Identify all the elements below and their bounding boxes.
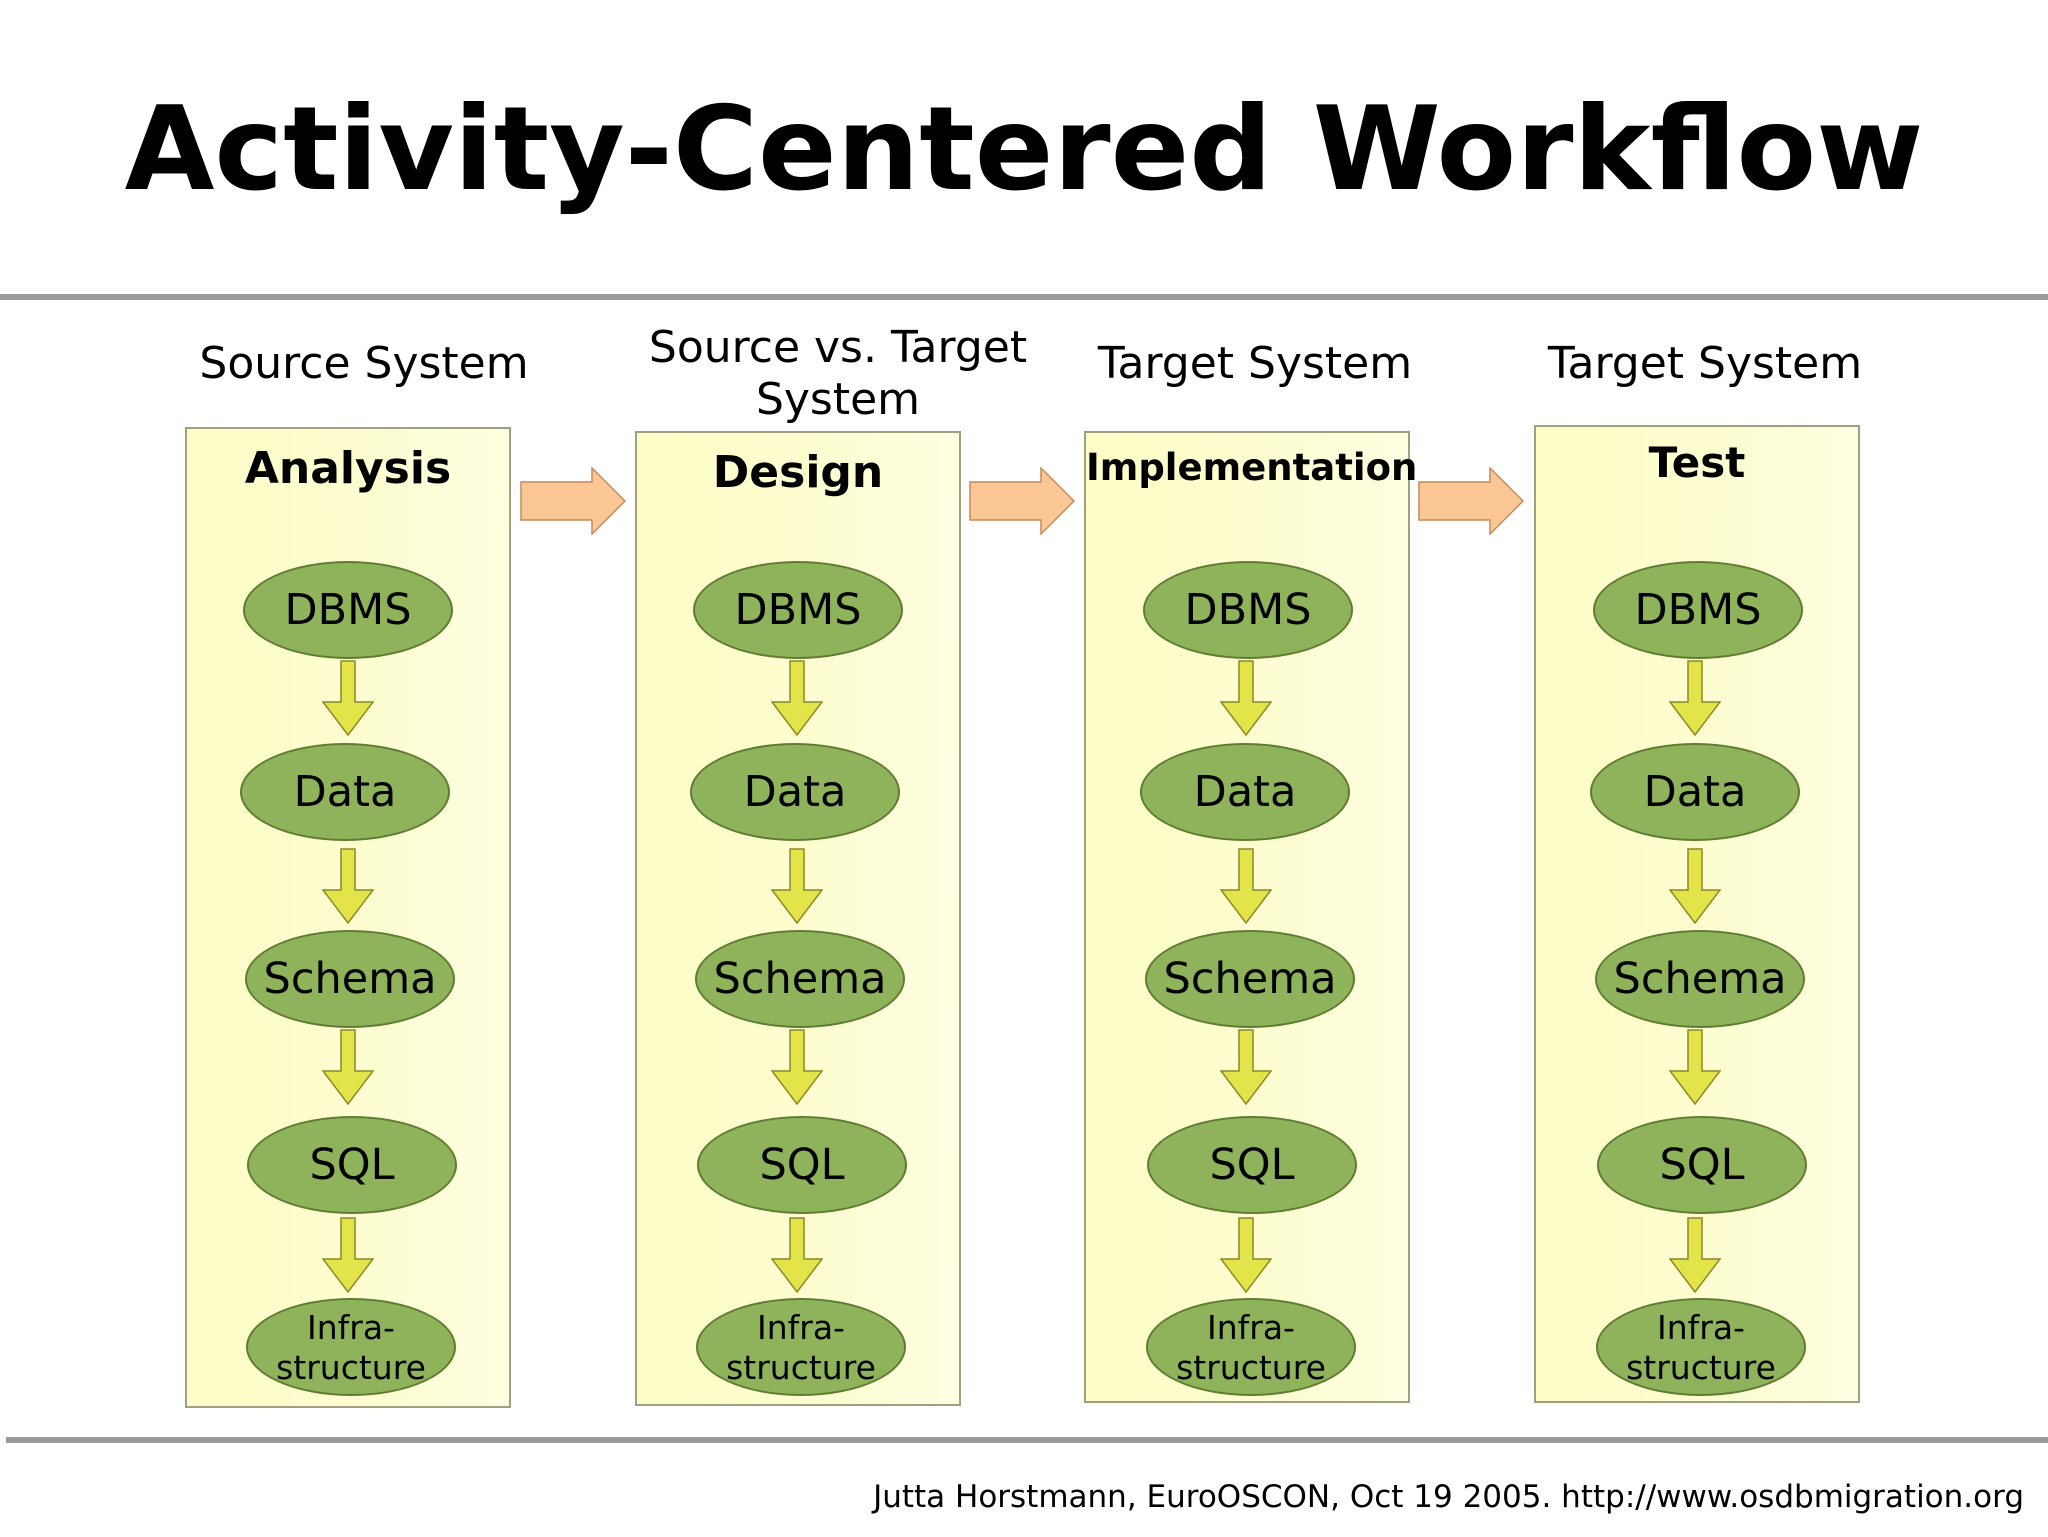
down-arrow — [322, 1029, 374, 1105]
stage-arrow-3 — [1418, 467, 1524, 535]
node-infra-line2: structure — [726, 1348, 876, 1387]
node-infra-line2: structure — [1626, 1348, 1776, 1387]
node-sql: SQL — [247, 1116, 457, 1214]
down-arrow — [322, 660, 374, 736]
node-schema: Schema — [245, 930, 455, 1028]
node-sql: SQL — [1147, 1116, 1357, 1214]
node-infra-line1: Infra- — [1207, 1308, 1295, 1347]
node-infrastructure: Infra-structure — [1596, 1298, 1806, 1396]
node-schema: Schema — [1595, 930, 1805, 1028]
stage-arrow-1 — [520, 467, 626, 535]
down-arrow — [771, 1029, 823, 1105]
node-infra-line2: structure — [1176, 1348, 1326, 1387]
stage-title-analysis: Analysis — [244, 443, 452, 494]
down-arrow — [1669, 660, 1721, 736]
node-schema: Schema — [1145, 930, 1355, 1028]
node-data: Data — [1590, 743, 1800, 841]
node-data: Data — [690, 743, 900, 841]
node-sql: SQL — [697, 1116, 907, 1214]
stage-label-4: Target System — [1547, 338, 1863, 389]
stage-title-test: Test — [1648, 438, 1746, 487]
node-infrastructure: Infra-structure — [696, 1298, 906, 1396]
node-data: Data — [240, 743, 450, 841]
down-arrow — [1669, 848, 1721, 924]
down-arrow — [771, 848, 823, 924]
stage-arrow-2 — [969, 467, 1075, 535]
node-infra-line1: Infra- — [1657, 1308, 1745, 1347]
node-infra-line2: structure — [276, 1348, 426, 1387]
node-dbms: DBMS — [693, 561, 903, 659]
node-schema: Schema — [695, 930, 905, 1028]
stage-label-1: Source System — [199, 338, 529, 389]
stage-title-implementation: Implementation — [1086, 446, 1418, 489]
stage-title-design: Design — [712, 447, 884, 498]
down-arrow — [1220, 660, 1272, 736]
top-divider — [0, 294, 2048, 300]
node-infra-line1: Infra- — [757, 1308, 845, 1347]
node-sql: SQL — [1597, 1116, 1807, 1214]
stage-label-3: Target System — [1097, 338, 1413, 389]
down-arrow — [771, 660, 823, 736]
stage-label-2: Source vs. Target System — [648, 322, 1028, 425]
node-dbms: DBMS — [243, 561, 453, 659]
down-arrow — [1220, 848, 1272, 924]
bottom-divider — [6, 1437, 2048, 1443]
node-data: Data — [1140, 743, 1350, 841]
footer-credit: Jutta Horstmann, EuroOSCON, Oct 19 2005.… — [873, 1479, 2024, 1515]
down-arrow — [771, 1217, 823, 1293]
node-infrastructure: Infra-structure — [1146, 1298, 1356, 1396]
down-arrow — [1220, 1029, 1272, 1105]
slide-title: Activity-Centered Workflow — [124, 82, 1924, 217]
node-dbms: DBMS — [1593, 561, 1803, 659]
node-infra-line1: Infra- — [307, 1308, 395, 1347]
down-arrow — [1669, 1217, 1721, 1293]
down-arrow — [322, 1217, 374, 1293]
node-infrastructure: Infra-structure — [246, 1298, 456, 1396]
down-arrow — [1669, 1029, 1721, 1105]
node-dbms: DBMS — [1143, 561, 1353, 659]
down-arrow — [1220, 1217, 1272, 1293]
down-arrow — [322, 848, 374, 924]
